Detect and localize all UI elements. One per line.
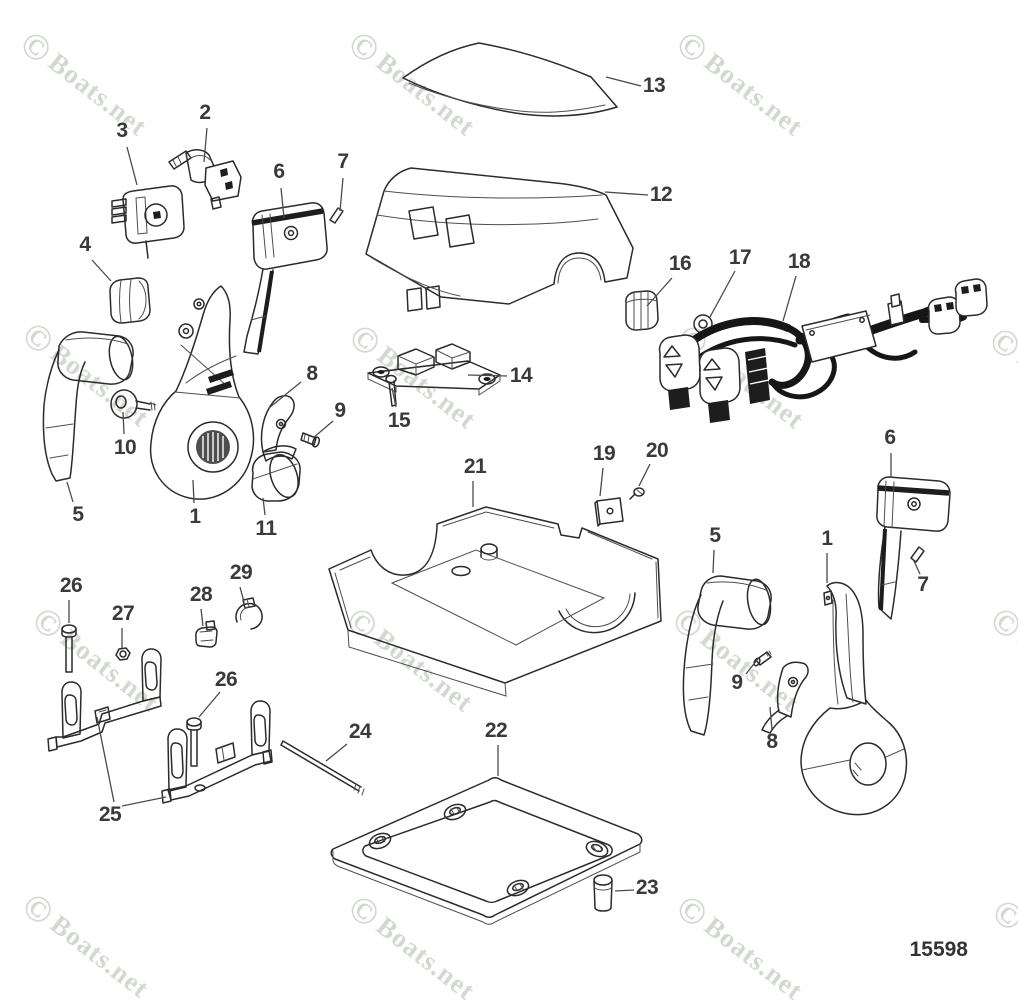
part-8-trigger-right xyxy=(761,661,809,734)
leader-line-29 xyxy=(239,586,245,603)
part-7-pin-top xyxy=(329,207,344,224)
part-1-control-lever-right xyxy=(800,581,908,816)
part-24-rod xyxy=(280,740,365,796)
part-2-key-plug xyxy=(168,149,242,210)
part-6-side-plate-left xyxy=(243,202,328,355)
leader-line-4 xyxy=(91,259,112,282)
part-20-screw xyxy=(629,487,645,500)
leader-line-5 xyxy=(712,549,715,574)
part-29-clamp xyxy=(235,597,263,630)
part-26-bolt-first xyxy=(61,624,77,673)
part-15-screw xyxy=(385,374,397,407)
leader-line-18 xyxy=(782,275,797,322)
part-5-handle-left xyxy=(42,331,134,482)
leader-line-3 xyxy=(126,146,138,186)
leader-line-1 xyxy=(192,479,195,504)
leader-line-25 xyxy=(121,796,167,807)
leader-line-17 xyxy=(709,270,736,318)
leader-line-9 xyxy=(312,420,334,439)
part-13-cover-panel xyxy=(402,42,618,117)
leader-line-7 xyxy=(912,558,921,575)
leader-line-14 xyxy=(467,374,508,377)
part-26-bolt-second xyxy=(186,717,202,767)
part-6-side-plate-right xyxy=(876,476,951,620)
leader-line-2 xyxy=(203,127,208,163)
part-4-block xyxy=(109,277,151,324)
leader-line-13 xyxy=(605,76,642,87)
part-9-screw-left xyxy=(300,432,321,448)
leader-line-19 xyxy=(599,467,604,497)
part-23-spacer xyxy=(593,874,613,912)
leader-line-20 xyxy=(638,463,651,487)
part-1-control-lever-left xyxy=(149,285,255,500)
part-5-handle-right xyxy=(682,575,772,736)
part-27-nut xyxy=(115,647,131,661)
part-25-bracket-a xyxy=(47,648,162,752)
part-11-cap xyxy=(251,451,301,502)
leader-line-15 xyxy=(391,387,397,408)
leader-line-8 xyxy=(268,381,302,409)
leader-line-9 xyxy=(745,659,758,675)
part-19-plate xyxy=(594,497,624,527)
part-14-bracket xyxy=(367,343,501,396)
part-18-wiring-harness xyxy=(658,278,988,423)
leader-line-25 xyxy=(96,716,115,803)
leader-line-5 xyxy=(66,481,74,503)
part-21-housing-tray xyxy=(328,506,662,697)
leader-line-11 xyxy=(262,497,266,516)
leader-line-26 xyxy=(198,691,221,718)
leader-line-8 xyxy=(769,706,773,731)
part-16-connector-block xyxy=(625,290,659,331)
part-10-bushing xyxy=(110,389,157,419)
part-8-trigger-left xyxy=(260,395,297,462)
leader-line-6 xyxy=(280,187,285,219)
leader-line-28 xyxy=(200,608,204,627)
drawing-number: 15598 xyxy=(909,938,968,961)
part-28-clip xyxy=(195,620,218,648)
leader-line-23 xyxy=(614,889,635,892)
leader-line-12 xyxy=(604,191,649,196)
part-3-connector xyxy=(111,185,185,259)
leader-line-24 xyxy=(325,743,348,762)
leader-line-16 xyxy=(646,277,673,307)
part-25-bracket-b xyxy=(161,700,273,804)
leader-line-10 xyxy=(122,411,125,435)
leader-lines xyxy=(66,76,921,892)
part-12-cover-housing xyxy=(365,167,634,312)
leader-line-7 xyxy=(339,177,344,212)
part-22-gasket xyxy=(330,777,643,925)
part-9-screw-right xyxy=(753,650,772,667)
